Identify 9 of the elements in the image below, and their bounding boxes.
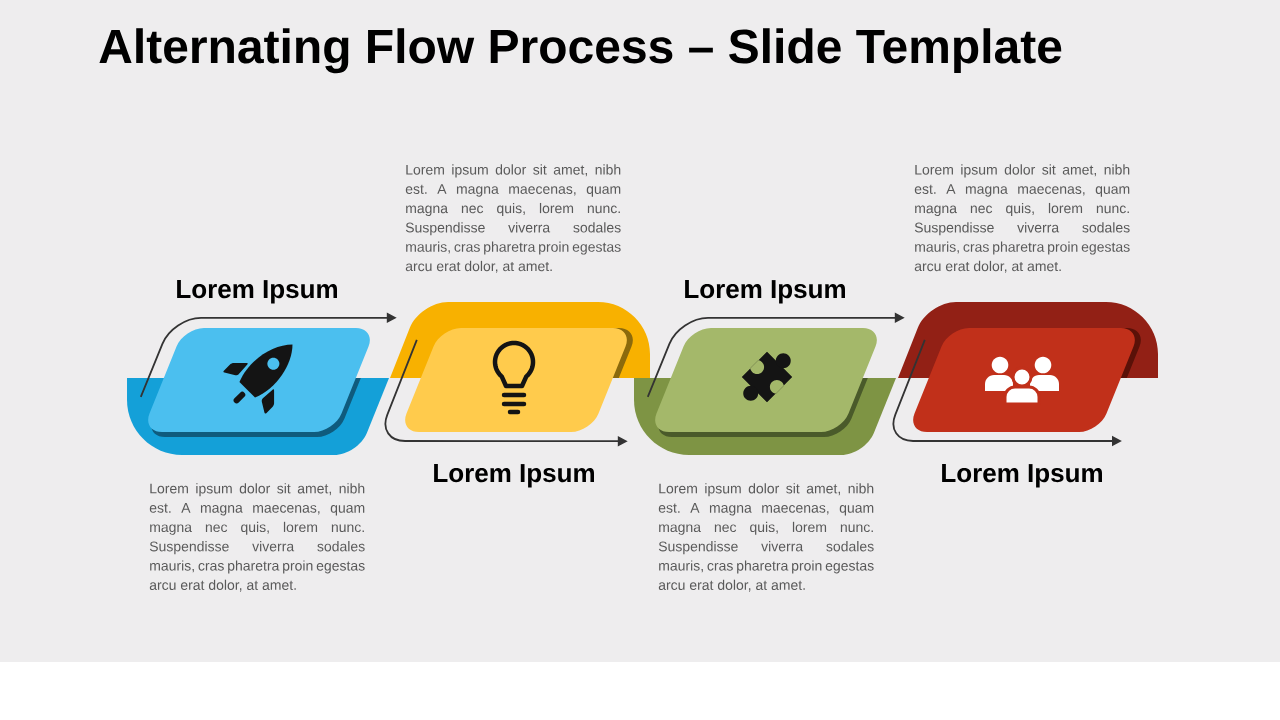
heading: Lorem Ipsum — [434, 464, 594, 488]
description: Lorem ipsum dolor sit amet, nibh est. A magna maecenas, quam magna nec quis, lorem nunc. Suspendisse viverra sodales mauris, cras pharetra proin egestas arcu erat dolor, at amet. — [149, 483, 365, 592]
heading: Lorem Ipsum — [177, 280, 337, 304]
description: Lorem ipsum dolor sit amet, nibh est. A magna maecenas, quam magna nec quis, lorem nunc. Suspendisse viverra sodales mauris, cras pharetra proin egestas arcu erat dolor, at amet. — [658, 483, 874, 592]
title: Alternating Flow Process – Slide Template — [99, 28, 1062, 74]
description: Lorem ipsum dolor sit amet, nibh est. A magna maecenas, quam magna nec quis, lorem nunc. Suspendisse viverra sodales mauris, cras pharetra proin egestas arcu erat dolor, at amet. — [405, 164, 621, 273]
description: Lorem ipsum dolor sit amet, nibh est. A magna maecenas, quam magna nec quis, lorem nunc. Suspendisse viverra sodales mauris, cras pharetra proin egestas arcu erat dolor, at amet. — [914, 164, 1130, 273]
heading: Lorem Ipsum — [685, 280, 845, 304]
heading: Lorem Ipsum — [942, 464, 1102, 488]
